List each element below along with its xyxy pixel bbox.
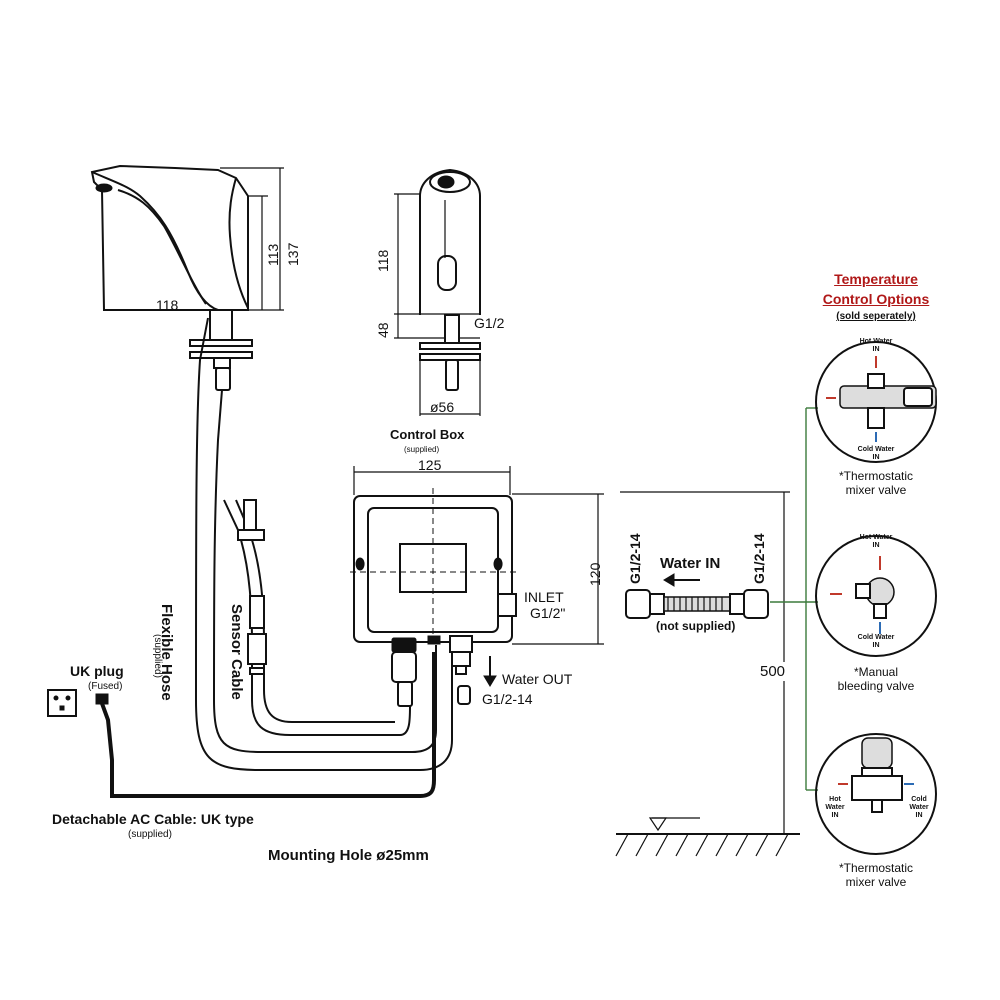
faucet-side-view	[394, 168, 481, 416]
water-in-label: Water IN	[660, 555, 721, 572]
ac-cable-note: (supplied)	[128, 829, 172, 840]
opt3-hot-sub2: IN	[831, 812, 839, 819]
uk-plug-label: UK plug	[70, 663, 124, 679]
control-box-title: Control Box	[390, 427, 465, 442]
opt3-label-line2: mixer valve	[845, 875, 907, 889]
opt2-hot-label: Hot Water	[859, 534, 893, 541]
opt3-cold-sub: Water	[909, 804, 929, 811]
water-out-label: Water OUT	[502, 671, 573, 687]
side-diameter-label: ø56	[430, 399, 455, 415]
water-in-note: (not supplied)	[656, 619, 736, 633]
opt1-cold-sub: IN	[872, 454, 880, 461]
water-in-hose	[625, 573, 769, 619]
control-box-height-dim: 120	[587, 562, 603, 586]
flexible-hose-note: (supplied)	[152, 634, 163, 678]
control-box-note: (supplied)	[404, 445, 440, 454]
opt2-label-line2: bleeding valve	[837, 679, 915, 693]
opt3-cold-sub2: IN	[915, 812, 923, 819]
temperature-title-line2: Control Options	[822, 291, 930, 307]
temperature-note: (sold seperately)	[836, 311, 916, 322]
opt1-hot-sub: IN	[872, 346, 880, 353]
uk-plug-note: (Fused)	[88, 681, 123, 692]
mounting-hole-label: Mounting Hole ø25mm	[268, 847, 429, 864]
inlet-label-line1: INLET	[524, 589, 564, 605]
opt1-label-line1: *Thermostatic	[838, 469, 914, 483]
opt2-cold-label: Cold Water	[857, 634, 895, 641]
side-shank-dim: 48	[375, 322, 391, 338]
option-connectors	[770, 407, 818, 791]
opt3-cold-label: Cold	[911, 796, 927, 803]
temperature-title-line1: Temperature	[834, 271, 918, 287]
opt1-label-line2: mixer valve	[845, 483, 907, 497]
faucet-width-dim: 118	[156, 297, 179, 313]
opt1-cold-label: Cold Water	[857, 446, 895, 453]
height-500-label: 500	[760, 662, 786, 681]
water-out-thread: G1/2-14	[482, 691, 533, 707]
opt3-hot-sub: Water	[825, 804, 845, 811]
option-manual-bleeding	[815, 535, 937, 657]
opt2-label-line1: *Manual	[853, 665, 899, 679]
control-box-drawing	[350, 466, 604, 707]
faucet-total-dim: 137	[285, 242, 301, 266]
ac-cable-label: Detachable AC Cable: UK type	[52, 811, 254, 827]
option-thermostatic-1	[815, 341, 937, 463]
faucet-body-dim: 113	[265, 243, 281, 266]
faucet-front-view	[90, 164, 284, 391]
opt1-hot-label: Hot Water	[859, 338, 893, 345]
opt2-cold-sub: IN	[872, 642, 880, 649]
side-thread-label: G1/2	[474, 315, 505, 331]
inlet-label-line2: G1/2"	[530, 605, 566, 621]
opt3-label-line1: *Thermostatic	[838, 861, 914, 875]
opt3-hot-label: Hot	[829, 796, 841, 803]
side-height-dim: 118	[375, 249, 391, 272]
water-in-thread-left: G1/2-14	[627, 533, 643, 584]
sensor-cable-label: Sensor Cable	[228, 604, 245, 700]
control-box-width-dim: 125	[418, 457, 442, 473]
water-in-thread-right: G1/2-14	[751, 533, 767, 584]
option-thermostatic-2	[815, 733, 937, 855]
opt2-hot-sub: IN	[872, 542, 880, 549]
ac-cable	[47, 652, 436, 798]
